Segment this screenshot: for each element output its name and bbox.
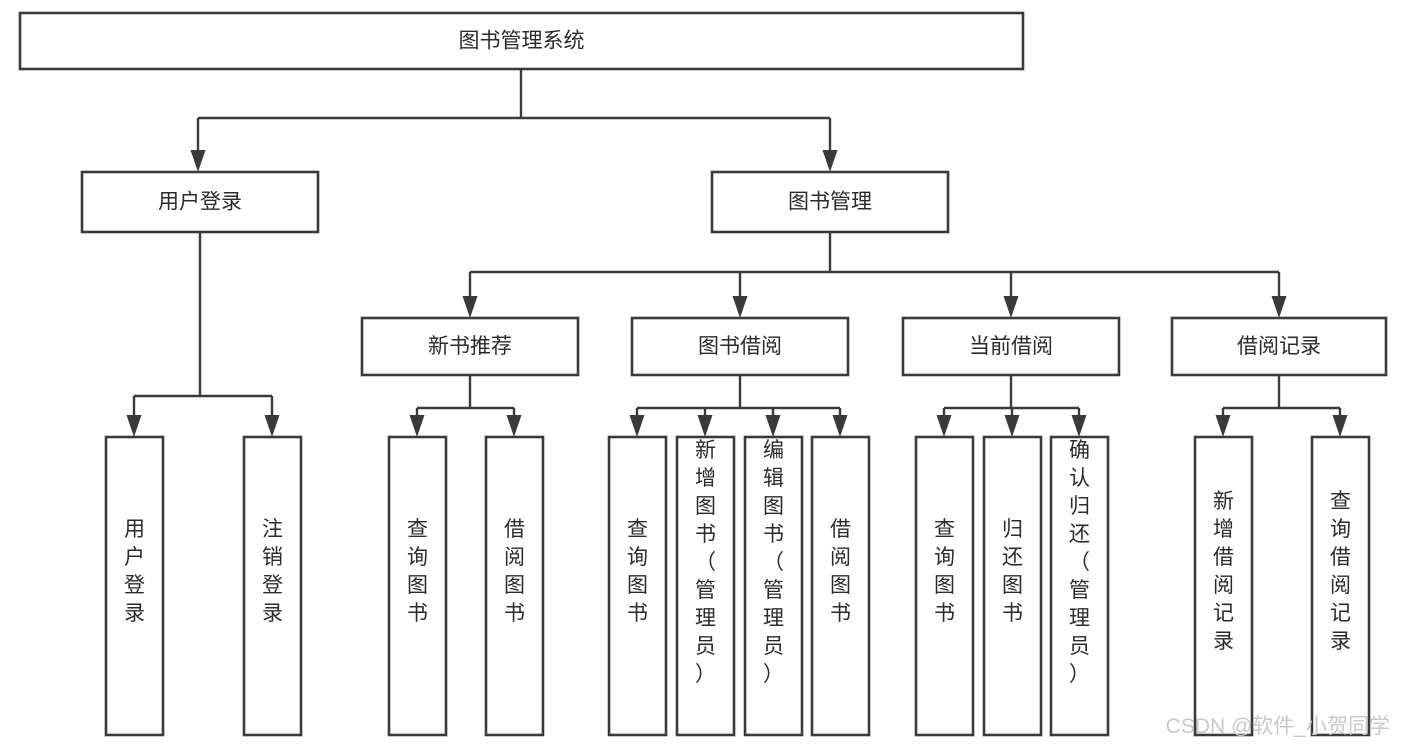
node-new-book-recommendation-label: 新书推荐 xyxy=(428,335,512,358)
node-leaf-user-login[interactable]: 用户登录 xyxy=(104,435,165,737)
node-leaf-borrow-books-borrow-box[interactable] xyxy=(810,435,871,737)
node-leaf-user-login-box[interactable] xyxy=(104,435,165,737)
node-leaf-add-borrow-record-label: 新增借阅记录 xyxy=(1213,490,1234,653)
node-leaf-edit-book-admin[interactable]: 编辑图书（管理员） xyxy=(743,435,804,737)
group-drop-2-head-icon xyxy=(629,415,645,437)
node-leaf-borrow-books-borrow-label: 借阅图书 xyxy=(830,518,851,625)
book-mgmt-drop-0-head-icon xyxy=(462,296,478,318)
group-drop-3-head-icon xyxy=(697,415,713,437)
node-leaf-add-book-admin-label: 新增图书（管理员） xyxy=(695,439,716,686)
node-leaf-query-books-current-label: 查询图书 xyxy=(934,518,955,625)
node-book-borrow-box[interactable] xyxy=(630,316,850,377)
watermark-layer: CSDN @软件_小贺同学 xyxy=(1166,715,1390,738)
node-leaf-confirm-return-admin-box[interactable] xyxy=(1049,435,1110,737)
node-leaf-return-books-label: 归还图书 xyxy=(1002,518,1023,625)
node-current-borrow[interactable]: 当前借阅 xyxy=(901,316,1121,377)
node-borrow-records-label: 借阅记录 xyxy=(1237,335,1321,358)
group-drop-0-head-icon xyxy=(409,415,425,437)
root-drop-0-head-icon xyxy=(190,150,206,172)
node-leaf-add-borrow-record-box[interactable] xyxy=(1193,435,1254,737)
node-current-borrow-label: 当前借阅 xyxy=(969,335,1053,358)
node-root-system[interactable]: 图书管理系统 xyxy=(18,11,1025,71)
node-leaf-logout[interactable]: 注销登录 xyxy=(242,435,303,737)
node-borrow-records-box[interactable] xyxy=(1170,316,1388,377)
node-leaf-confirm-return-admin-label: 确认归还（管理员） xyxy=(1069,439,1090,686)
node-leaf-query-books-recommend-box[interactable] xyxy=(387,435,448,737)
user-login-drop-0-head-icon xyxy=(126,415,142,437)
node-user-login[interactable]: 用户登录 xyxy=(80,170,320,234)
node-leaf-query-books-current[interactable]: 查询图书 xyxy=(914,435,975,737)
group-drop-10-head-icon xyxy=(1332,415,1348,437)
group-drop-4-head-icon xyxy=(765,415,781,437)
node-book-borrow-label: 图书借阅 xyxy=(698,335,782,358)
node-book-management-label: 图书管理 xyxy=(788,191,872,214)
node-book-management-box[interactable] xyxy=(710,170,950,234)
node-book-borrow[interactable]: 图书借阅 xyxy=(630,316,850,377)
node-leaf-confirm-return-admin[interactable]: 确认归还（管理员） xyxy=(1049,435,1110,737)
group-drop-5-head-icon xyxy=(832,415,848,437)
node-leaf-add-borrow-record[interactable]: 新增借阅记录 xyxy=(1193,435,1254,737)
node-user-login-label: 用户登录 xyxy=(158,191,242,214)
group-drop-7-head-icon xyxy=(1004,415,1020,437)
node-leaf-query-books-recommend-label: 查询图书 xyxy=(407,518,428,625)
node-leaf-query-borrow-record-label: 查询借阅记录 xyxy=(1330,490,1351,653)
node-new-book-recommendation-box[interactable] xyxy=(360,316,580,377)
node-leaf-borrow-books-recommend-label: 借阅图书 xyxy=(504,518,525,625)
node-user-login-box[interactable] xyxy=(80,170,320,234)
group-drop-1-head-icon xyxy=(506,415,522,437)
node-leaf-return-books-box[interactable] xyxy=(982,435,1043,737)
book-mgmt-drop-2-head-icon xyxy=(1003,296,1019,318)
node-leaf-borrow-books-recommend[interactable]: 借阅图书 xyxy=(484,435,545,737)
node-leaf-query-books-borrow-label: 查询图书 xyxy=(627,518,648,625)
node-root-system-label: 图书管理系统 xyxy=(459,30,585,53)
connectors-layer xyxy=(126,69,1348,437)
node-leaf-add-book-admin-box[interactable] xyxy=(675,435,736,737)
node-leaf-logout-box[interactable] xyxy=(242,435,303,737)
group-drop-8-head-icon xyxy=(1071,415,1087,437)
node-leaf-edit-book-admin-label: 编辑图书（管理员） xyxy=(763,439,784,686)
node-leaf-query-borrow-record-box[interactable] xyxy=(1310,435,1371,737)
node-leaf-borrow-books-recommend-box[interactable] xyxy=(484,435,545,737)
node-leaf-query-borrow-record[interactable]: 查询借阅记录 xyxy=(1310,435,1371,737)
watermark-label: CSDN @软件_小贺同学 xyxy=(1166,715,1390,738)
node-leaf-edit-book-admin-box[interactable] xyxy=(743,435,804,737)
node-leaf-user-login-label: 用户登录 xyxy=(124,518,145,625)
node-leaf-query-books-borrow[interactable]: 查询图书 xyxy=(607,435,668,737)
book-mgmt-drop-3-head-icon xyxy=(1271,296,1287,318)
root-drop-1-head-icon xyxy=(822,150,838,172)
group-drop-6-head-icon xyxy=(936,415,952,437)
node-borrow-records[interactable]: 借阅记录 xyxy=(1170,316,1388,377)
node-root-system-box[interactable] xyxy=(18,11,1025,71)
node-leaf-query-books-borrow-box[interactable] xyxy=(607,435,668,737)
node-leaf-query-books-recommend[interactable]: 查询图书 xyxy=(387,435,448,737)
node-current-borrow-box[interactable] xyxy=(901,316,1121,377)
node-leaf-borrow-books-borrow[interactable]: 借阅图书 xyxy=(810,435,871,737)
nodes-layer: 图书管理系统用户登录图书管理新书推荐图书借阅当前借阅借阅记录用户登录注销登录查询… xyxy=(18,11,1388,737)
book-mgmt-drop-1-head-icon xyxy=(732,296,748,318)
node-leaf-query-books-current-box[interactable] xyxy=(914,435,975,737)
node-book-management[interactable]: 图书管理 xyxy=(710,170,950,234)
group-drop-9-head-icon xyxy=(1215,415,1231,437)
node-leaf-add-book-admin[interactable]: 新增图书（管理员） xyxy=(675,435,736,737)
node-new-book-recommendation[interactable]: 新书推荐 xyxy=(360,316,580,377)
user-login-drop-1-head-icon xyxy=(264,415,280,437)
node-leaf-return-books[interactable]: 归还图书 xyxy=(982,435,1043,737)
node-leaf-logout-label: 注销登录 xyxy=(262,518,283,625)
